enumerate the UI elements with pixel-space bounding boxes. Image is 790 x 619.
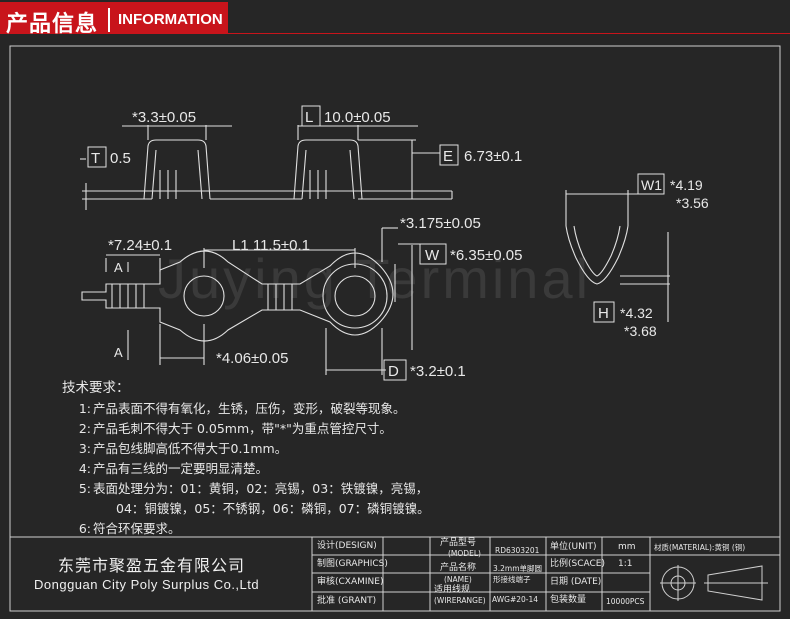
- front-view: [565, 190, 670, 322]
- wire-label: 适用线规: [434, 585, 471, 595]
- note-item: 5:表面处理分为：01：黄铜，02：亮锡，03：铁镀镍，亮锡，: [78, 481, 429, 496]
- t-label: T: [91, 150, 100, 167]
- note-item: 3:产品包线脚高低不得大于0.1mm。: [78, 441, 288, 456]
- design-label: 设计(DESIGN): [317, 541, 377, 551]
- name-value-line1: 3.2mm单脚圆: [493, 564, 543, 573]
- t-value: 0.5: [110, 150, 131, 167]
- material-label: 材质(MATERIAL):黄铜 (铜): [654, 543, 746, 552]
- d-label: D: [388, 363, 399, 380]
- model-value: RD6303201: [495, 546, 540, 555]
- date-label: 日期 (DATE): [550, 577, 602, 587]
- note-item: 2:产品毛刺不得大于 0.05mm，带"*"为重点管控尺寸。: [78, 421, 392, 436]
- d-value: *3.2±0.1: [410, 363, 466, 380]
- watermark: Juying Terminal: [158, 247, 591, 310]
- technical-requirements: 技术要求： 1:产品表面不得有氧化，生锈，压伤，变形，破裂等现象。 2:产品毛刺…: [62, 378, 430, 539]
- h-label: H: [598, 305, 609, 322]
- header-divider: [108, 8, 110, 32]
- l-label-box: [301, 105, 321, 127]
- top-width-value: *3.3±0.05: [132, 109, 196, 126]
- wire-label-en: (WIRERANGE): [434, 596, 486, 605]
- w1-label-box: [637, 173, 665, 195]
- company-name-cn: 东莞市聚盈五金有限公司: [58, 556, 246, 575]
- examine-label: 审核(CXAMINE): [317, 577, 384, 587]
- side-view: [80, 125, 453, 210]
- header-underline: [228, 33, 790, 34]
- title-block-grid: [10, 536, 780, 611]
- header-title-cn: 产品信息: [6, 12, 99, 37]
- page-header: 产品信息 INFORMATION: [0, 0, 790, 37]
- hole-value: *3.175±0.05: [400, 215, 481, 232]
- h-label-box: [593, 301, 615, 323]
- center-value: *4.06±0.05: [216, 350, 288, 367]
- header-banner: 产品信息 INFORMATION: [0, 2, 228, 37]
- w-label-box: [419, 243, 447, 265]
- note-item: 1:产品表面不得有氧化，生锈，压伤，变形，破裂等现象。: [78, 401, 406, 416]
- scale-label: 比例(SCACE): [550, 559, 605, 569]
- pack-label: 包装数量: [550, 595, 587, 605]
- company-name-en: Dongguan City Poly Surplus Co.,Ltd: [34, 577, 260, 592]
- note-item: 4:产品有三线的一定要明显清楚。: [78, 461, 269, 476]
- scale-value: 1:1: [618, 559, 633, 569]
- model-label-en: (MODEL): [448, 549, 481, 558]
- unit-value: mm: [618, 542, 636, 552]
- d-label-box: [383, 359, 407, 381]
- name-label-en: (NAME): [444, 575, 472, 584]
- w1-upper: *4.19: [670, 177, 703, 193]
- l1-value: L1 11.5±0.1: [232, 237, 310, 254]
- drawing-frame: [9, 45, 781, 612]
- t-label-box: [87, 146, 107, 168]
- unit-label: 单位(UNIT): [550, 542, 597, 552]
- w1-label: W1: [641, 177, 662, 193]
- note-item: 6:符合环保要求。: [78, 521, 181, 536]
- h-lower: *3.68: [624, 323, 657, 339]
- l-label: L: [305, 109, 313, 126]
- note-item: 04：铜镀镍，05：不锈钢，06：磷铜，07：磷铜镀镍。: [116, 501, 430, 516]
- w-value: *6.35±0.05: [450, 247, 522, 264]
- h-upper: *4.32: [620, 305, 653, 321]
- notes-title: 技术要求：: [62, 380, 130, 396]
- section-a-bottom: A: [114, 345, 123, 360]
- a-width-value: *7.24±0.1: [108, 237, 172, 254]
- model-label: 产品型号: [440, 538, 477, 548]
- wire-value: AWG#20-14: [492, 595, 539, 604]
- e-label-box: [439, 144, 459, 166]
- w-label: W: [425, 247, 440, 264]
- w1-lower: *3.56: [676, 195, 709, 211]
- grant-label: 批准 (GRANT): [317, 596, 377, 606]
- section-a-top: A: [114, 260, 123, 275]
- e-value: 6.73±0.1: [464, 148, 522, 165]
- header-title-en: INFORMATION: [118, 11, 223, 28]
- name-label: 产品名称: [440, 563, 477, 573]
- e-label: E: [443, 148, 453, 165]
- l-value: 10.0±0.05: [324, 109, 391, 126]
- graphics-label: 制图(GRAPHICS): [317, 559, 388, 569]
- top-view: [81, 227, 420, 375]
- name-value-line2: 形接线端子: [493, 575, 531, 584]
- pack-value: 10000PCS: [606, 597, 645, 606]
